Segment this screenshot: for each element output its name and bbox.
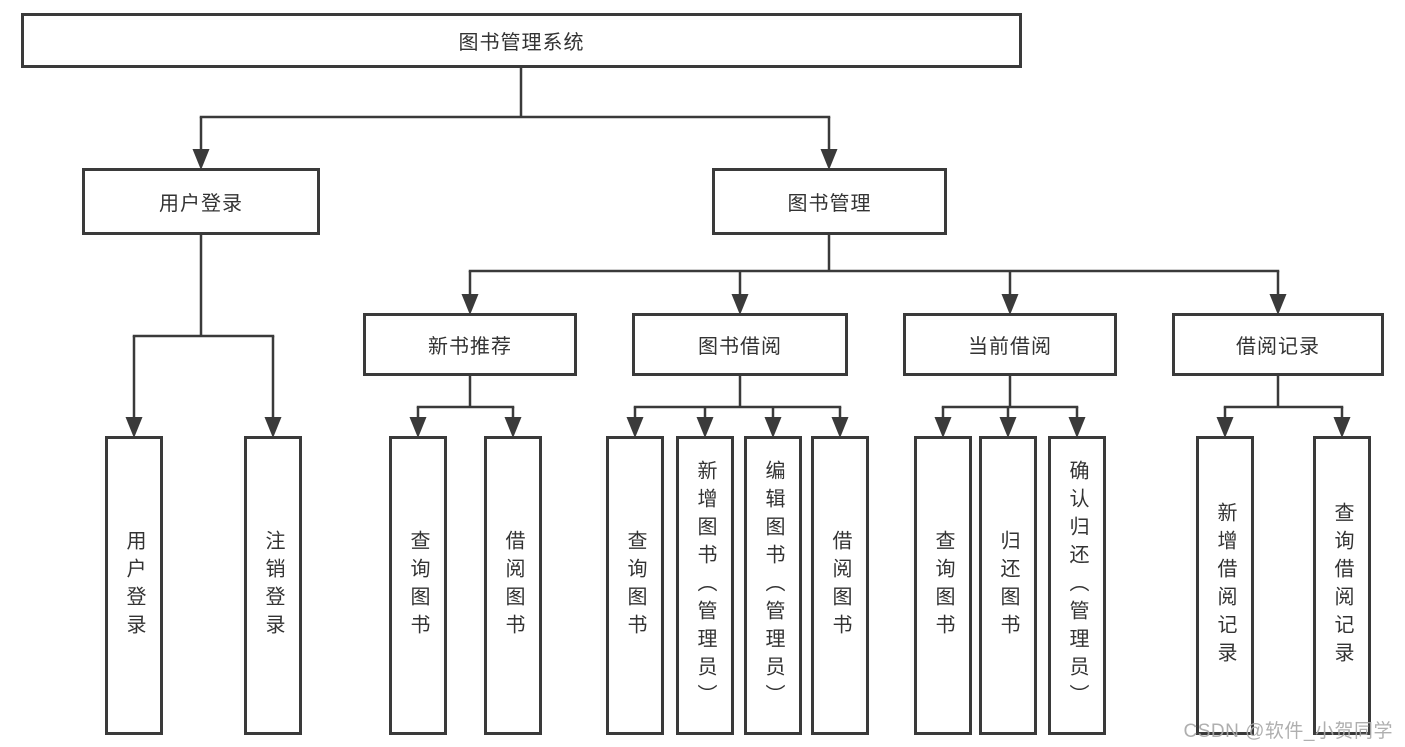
node-label: 确认归还（管理员） (1066, 459, 1088, 712)
node-label: 新增借阅记录 (1214, 501, 1236, 670)
node-label: 图书管理系统 (458, 32, 585, 54)
node-leaf-edit-books-admin: 编辑图书（管理员） (744, 436, 802, 735)
node-leaf-return-books: 归还图书 (979, 436, 1037, 735)
node-leaf-rec-borrow-books: 借阅图书 (484, 436, 542, 735)
node-library-management-system: 图书管理系统 (21, 13, 1022, 68)
node-book-borrowing: 图书借阅 (632, 313, 848, 376)
node-leaf-rec-query-books: 查询图书 (389, 436, 447, 735)
node-label: 当前借阅 (968, 336, 1052, 358)
node-label: 借阅图书 (502, 529, 524, 642)
node-label: 用户登录 (159, 193, 243, 215)
node-label: 查询图书 (932, 529, 954, 642)
node-label: 注销登录 (262, 529, 284, 642)
node-leaf-add-borrow-record: 新增借阅记录 (1196, 436, 1254, 735)
node-label: 查询图书 (624, 529, 646, 642)
node-label: 图书管理 (787, 193, 872, 215)
node-leaf-borrow-query-books: 查询图书 (606, 436, 664, 735)
node-label: 图书借阅 (698, 336, 782, 358)
node-label: 查询图书 (407, 529, 429, 642)
node-label: 新书推荐 (428, 336, 512, 358)
node-leaf-logout: 注销登录 (244, 436, 302, 735)
node-leaf-current-query-books: 查询图书 (914, 436, 972, 735)
node-leaf-borrow-borrow-books: 借阅图书 (811, 436, 869, 735)
node-leaf-user-login: 用户登录 (105, 436, 163, 735)
watermark-text: CSDN @软件_小贺同学 (1183, 721, 1393, 742)
node-label: 新增图书（管理员） (694, 459, 716, 712)
node-user-login: 用户登录 (82, 168, 320, 235)
node-book-management: 图书管理 (712, 168, 947, 235)
node-leaf-add-books-admin: 新增图书（管理员） (676, 436, 734, 735)
node-label: 用户登录 (123, 529, 145, 642)
node-label: 归还图书 (997, 529, 1019, 642)
node-leaf-query-borrow-record: 查询借阅记录 (1313, 436, 1371, 735)
node-label: 借阅图书 (829, 529, 851, 642)
node-new-book-recommendation: 新书推荐 (363, 313, 577, 376)
node-label: 查询借阅记录 (1331, 501, 1353, 670)
node-current-borrowing: 当前借阅 (903, 313, 1117, 376)
node-label: 借阅记录 (1236, 336, 1320, 358)
node-borrowing-records: 借阅记录 (1172, 313, 1384, 376)
node-leaf-confirm-return-admin: 确认归还（管理员） (1048, 436, 1106, 735)
node-label: 编辑图书（管理员） (762, 459, 784, 712)
